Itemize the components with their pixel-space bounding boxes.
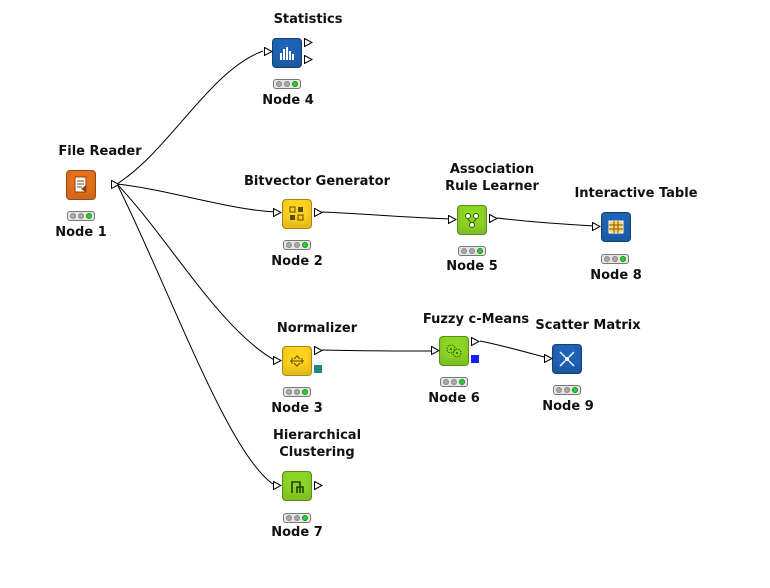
node-hierarchical-clustering[interactable]: Hierarchical Clustering Node 7: [257, 427, 377, 547]
node-label[interactable]: Node 2: [271, 254, 323, 269]
connection-node3-node6[interactable]: [321, 349, 436, 352]
status-traffic-light: [283, 513, 311, 523]
input-port-icon[interactable]: [431, 346, 440, 355]
node-label[interactable]: Node 1: [55, 225, 107, 240]
input-port-icon[interactable]: [544, 354, 553, 363]
node-label[interactable]: Node 8: [590, 268, 642, 283]
statistics-icon[interactable]: [272, 38, 302, 68]
status-traffic-light: [553, 385, 581, 395]
status-traffic-light: [283, 240, 311, 250]
connection-node1-node7[interactable]: [116, 183, 277, 487]
status-traffic-light: [67, 211, 95, 221]
node-bitvector-generator[interactable]: Bitvector Generator Node 2: [244, 172, 390, 292]
input-port-icon[interactable]: [273, 208, 282, 217]
connection-node5-node8[interactable]: [496, 217, 596, 227]
node-title-line-1: Hierarchical: [272, 428, 362, 443]
input-port-icon[interactable]: [273, 356, 282, 365]
output-port-icon[interactable]: [304, 38, 313, 47]
input-port-icon[interactable]: [592, 222, 601, 231]
node-title-line-2: Clustering: [279, 445, 355, 460]
node-title: Normalizer: [276, 321, 358, 336]
input-port-icon[interactable]: [448, 215, 457, 224]
input-port-icon[interactable]: [273, 481, 282, 490]
node-association-rule-learner[interactable]: Association Rule Learner Node 5: [432, 161, 552, 281]
node-title: Interactive Table: [574, 186, 698, 201]
model-output-port-icon[interactable]: [314, 365, 322, 373]
model-output-port-icon[interactable]: [471, 355, 479, 363]
status-traffic-light: [440, 377, 468, 387]
input-port-icon[interactable]: [264, 47, 273, 56]
connection-node1-node3[interactable]: [116, 183, 277, 362]
node-label[interactable]: Node 3: [271, 401, 323, 416]
fuzzy-cluster-icon[interactable]: [439, 336, 469, 366]
node-statistics[interactable]: Statistics Node 4: [248, 10, 368, 130]
file-reader-icon[interactable]: [66, 170, 96, 200]
node-fuzzy-c-means[interactable]: Fuzzy c-Means Node 6: [416, 311, 536, 431]
output-port-icon[interactable]: [111, 180, 120, 189]
node-normalizer[interactable]: Normalizer Node 3: [257, 320, 377, 440]
node-file-reader[interactable]: File Reader Node 1: [40, 142, 160, 262]
node-title: Statistics: [273, 12, 343, 27]
status-traffic-light: [283, 387, 311, 397]
node-title: File Reader: [58, 144, 142, 159]
node-scatter-matrix[interactable]: Scatter Matrix Node 9: [528, 317, 648, 437]
node-label[interactable]: Node 9: [542, 399, 594, 414]
scatter-matrix-icon[interactable]: [552, 344, 582, 374]
output-port-icon[interactable]: [314, 208, 323, 217]
connection-node1-node4[interactable]: [116, 50, 264, 185]
output-port-icon[interactable]: [314, 346, 323, 355]
node-label[interactable]: Node 6: [428, 391, 480, 406]
output-port-icon[interactable]: [471, 337, 480, 346]
node-title: Fuzzy c-Means: [422, 312, 530, 327]
connection-node1-node2[interactable]: [116, 183, 277, 213]
node-title: Bitvector Generator: [244, 174, 390, 189]
normalizer-icon[interactable]: [282, 346, 312, 376]
output-port-icon[interactable]: [489, 214, 498, 223]
node-title-line-2: Rule Learner: [445, 179, 539, 194]
connection-node6-node9[interactable]: [479, 340, 549, 359]
table-icon[interactable]: [601, 212, 631, 242]
status-traffic-light: [601, 254, 629, 264]
node-title: Scatter Matrix: [535, 318, 641, 333]
node-label[interactable]: Node 4: [262, 93, 314, 108]
node-label[interactable]: Node 5: [446, 259, 498, 274]
dendrogram-icon[interactable]: [282, 471, 312, 501]
output-port-icon[interactable]: [314, 481, 323, 490]
node-title-line-1: Association: [449, 162, 535, 177]
status-traffic-light: [458, 246, 486, 256]
status-traffic-light: [273, 79, 301, 89]
association-rule-icon[interactable]: [457, 205, 487, 235]
bitvector-icon[interactable]: [282, 199, 312, 229]
node-interactive-table[interactable]: Interactive Table Node 8: [574, 185, 697, 305]
node-label[interactable]: Node 7: [271, 525, 323, 540]
output-port-icon[interactable]: [304, 55, 313, 64]
connection-node2-node5[interactable]: [321, 211, 453, 220]
